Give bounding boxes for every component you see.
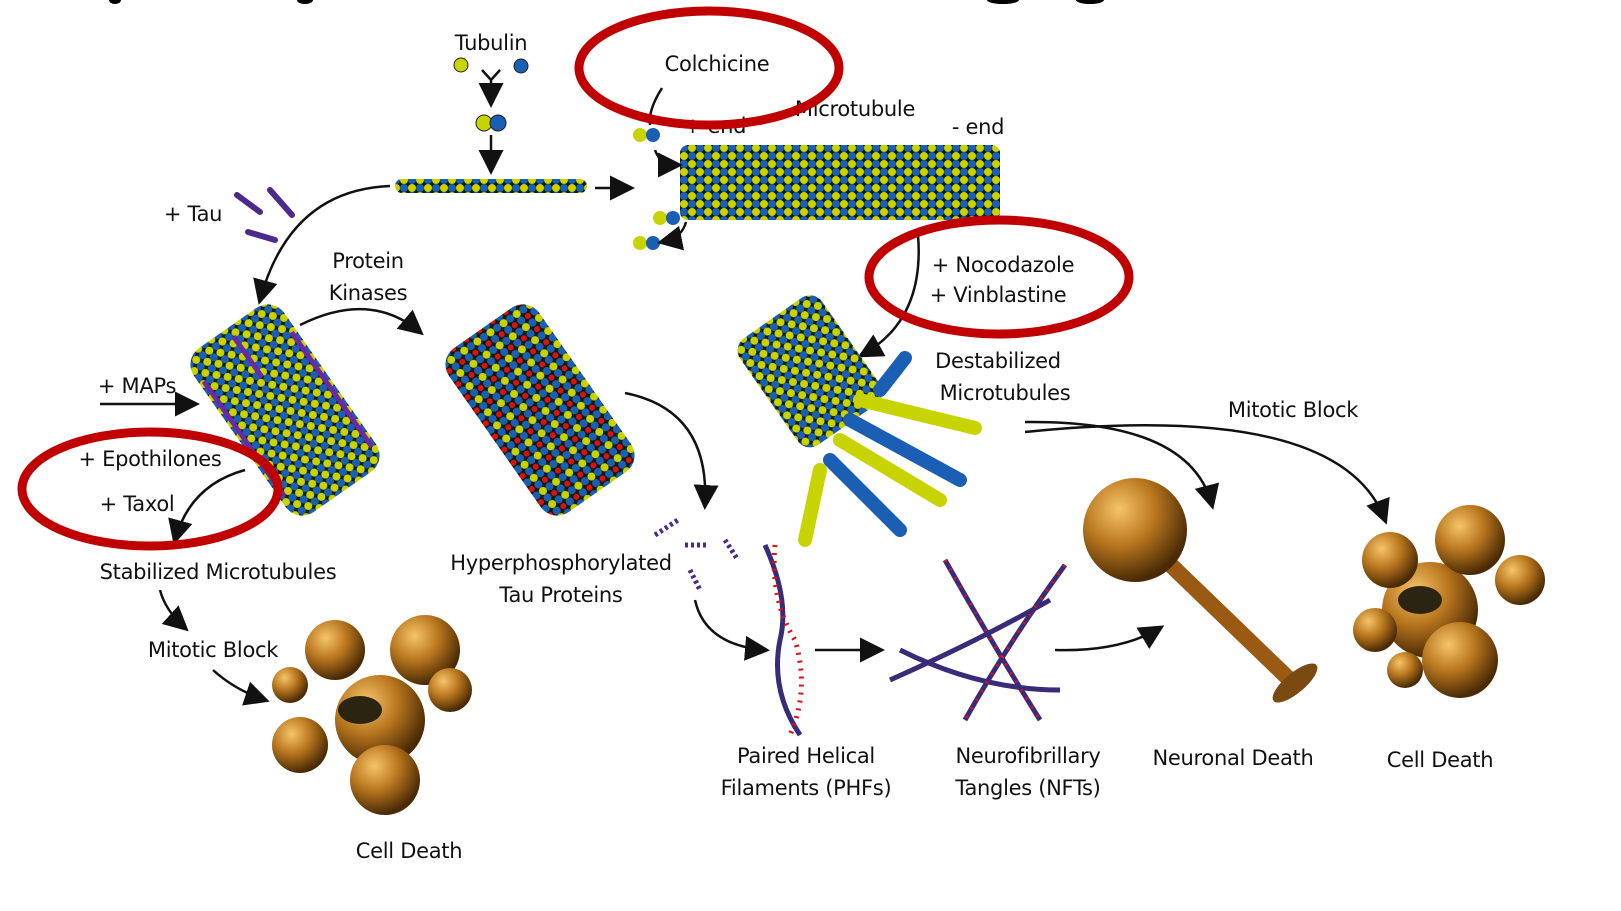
arrow: [253, 184, 391, 305]
arrow: [212, 669, 270, 706]
destabilized-microtubule-image: [737, 295, 982, 547]
arrow: [653, 149, 683, 178]
label-stabilized-microtubules: Stabilized Microtubules: [100, 560, 337, 584]
label-tubulin: Tubulin: [454, 31, 527, 55]
label-hyperphosphorylated: Tau Proteins: [498, 583, 622, 607]
label-destabilized: Microtubules: [940, 381, 1071, 405]
label-nft: Neurofibrillary: [955, 744, 1100, 768]
highlight-ring-epothilones: [17, 427, 283, 551]
paired-helical-filament-image: [762, 543, 804, 737]
free-dimers: [633, 128, 680, 250]
label-tau: + Tau: [164, 202, 222, 226]
arrow: [168, 468, 246, 545]
arrow: [624, 391, 719, 510]
label-hyperphosphorylated: Hyperphosphorylated: [450, 551, 672, 575]
label-taxol: + Taxol: [100, 492, 175, 516]
label-neuronal-death: Neuronal Death: [1153, 746, 1314, 770]
clipped-title-fragment: [109, 0, 1104, 4]
protofilament: [395, 179, 587, 193]
label-vinblastine: + Vinblastine: [930, 283, 1067, 307]
tau-protein-icon: [234, 187, 295, 243]
arrow: [857, 234, 920, 358]
arrow: [158, 589, 189, 632]
arrow: [482, 69, 500, 103]
label-maps: + MAPs: [98, 374, 176, 398]
stabilized-microtubule-image: [190, 304, 380, 516]
label-phf: Paired Helical: [737, 744, 875, 768]
arrow: [693, 599, 770, 661]
label-colchicine: Colchicine: [665, 52, 770, 76]
label-nocodazole: + Nocodazole: [932, 253, 1074, 277]
dying-cell-image-right: [1353, 505, 1545, 698]
hyperphosphorylated-microtubule-image: [445, 304, 635, 516]
label-mitotic-block: Mitotic Block: [148, 638, 279, 662]
label-phf: Filaments (PHFs): [721, 776, 892, 800]
label-destabilized: Destabilized: [935, 349, 1061, 373]
label-minus-end: - end: [952, 115, 1004, 139]
label-cell-death: Cell Death: [356, 839, 462, 863]
neurofibrillary-tangle-image: [888, 558, 1068, 722]
label-cell-death: Cell Death: [1387, 748, 1493, 772]
label-mitotic-block: Mitotic Block: [1228, 398, 1359, 422]
arrow: [1024, 420, 1220, 510]
highlight-ring-nocodazole: [864, 215, 1134, 339]
arrow: [1024, 424, 1390, 525]
arrow: [657, 221, 688, 251]
dying-neuron-image: [1083, 478, 1318, 703]
label-epothilones: + Epothilones: [78, 447, 221, 471]
highlight-ring-colchicine: [574, 6, 844, 130]
arrow: [1054, 625, 1165, 652]
microtubule-image: [680, 145, 1000, 220]
dying-cell-image-left: [272, 615, 472, 815]
label-protein-kinases: Kinases: [329, 281, 408, 305]
label-protein-kinases: Protein: [332, 249, 404, 273]
tau-fragments: [653, 517, 741, 592]
arrow: [299, 307, 424, 336]
label-nft: Tangles (NFTs): [954, 776, 1100, 800]
